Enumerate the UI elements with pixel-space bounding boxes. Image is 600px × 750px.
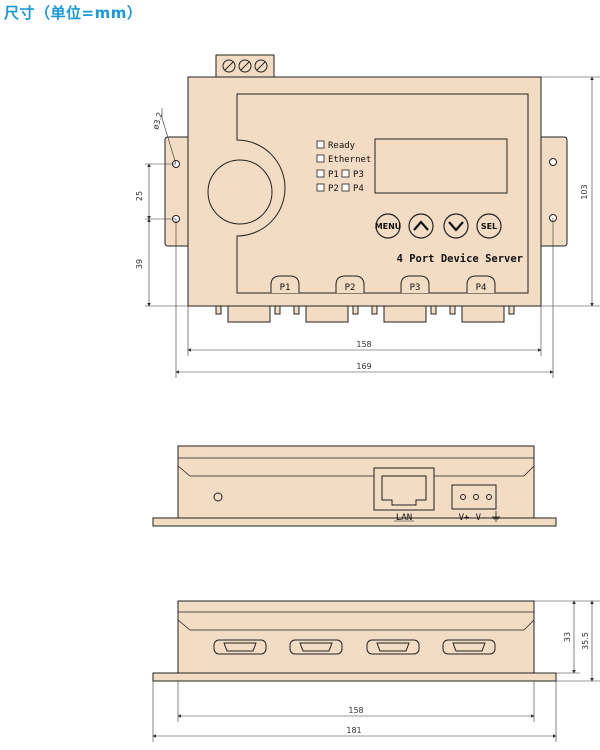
hole-diameter-label: ø3.2 bbox=[151, 111, 164, 130]
front-panel-outline bbox=[236, 93, 529, 294]
led-p1-label: P1 bbox=[328, 170, 339, 180]
port-tabs: P1 P2 P3 P4 bbox=[270, 275, 496, 293]
left-mounting-ear bbox=[164, 136, 189, 247]
down-arrow-icon bbox=[443, 213, 469, 239]
bottom-view: 33 35.5 158 181 bbox=[152, 600, 600, 742]
front-view: Ready Ethernet P1 P3 P2 P4 MENU bbox=[135, 54, 600, 378]
dim-181-label: 181 bbox=[346, 726, 361, 735]
dim-39-label: 39 bbox=[135, 259, 144, 269]
power-terminal: V+ V- bbox=[451, 484, 500, 523]
vminus-label: V- bbox=[476, 513, 487, 523]
lan-label: LAN bbox=[396, 513, 412, 523]
vplus-label: V+ bbox=[459, 513, 470, 523]
db9-connectors-bottom bbox=[213, 639, 496, 655]
port-tab-p1: P1 bbox=[280, 283, 291, 293]
led-p2-label: P2 bbox=[328, 184, 339, 194]
up-arrow-icon bbox=[408, 213, 434, 239]
right-mounting-ear bbox=[540, 136, 568, 247]
device-name: 4 Port Device Server bbox=[397, 253, 523, 265]
page-title: 尺寸（单位=mm） bbox=[4, 4, 143, 22]
bottom-dimensions bbox=[152, 600, 600, 742]
ground-icon bbox=[492, 511, 500, 522]
led-indicators: Ready Ethernet P1 P3 P2 P4 bbox=[316, 140, 371, 194]
led-ready-label: Ready bbox=[328, 141, 356, 151]
side-hole bbox=[213, 492, 223, 502]
led-p3-label: P3 bbox=[353, 170, 364, 180]
dim-25-label: 25 bbox=[135, 191, 144, 201]
sel-button-label: SEL bbox=[481, 222, 497, 231]
lcd-display bbox=[374, 138, 508, 194]
lan-port: LAN bbox=[373, 467, 435, 523]
port-tab-p4: P4 bbox=[476, 283, 487, 293]
port-tab-p3: P3 bbox=[410, 283, 421, 293]
sel-button: SEL bbox=[476, 213, 502, 239]
led-ethernet-label: Ethernet bbox=[328, 155, 371, 165]
round-window bbox=[207, 159, 273, 225]
dim-158-bottom-label: 158 bbox=[348, 706, 363, 715]
led-p4-label: P4 bbox=[353, 184, 364, 194]
db9-connectors-front bbox=[215, 305, 515, 323]
dim-169-label: 169 bbox=[356, 362, 371, 371]
dim-103-label: 103 bbox=[580, 184, 589, 199]
menu-button-label: MENU bbox=[375, 222, 402, 231]
dim-33-label: 33 bbox=[563, 632, 572, 642]
side-view: LAN V+ V- bbox=[152, 445, 557, 527]
terminal-block bbox=[215, 54, 275, 78]
dim-158-front-label: 158 bbox=[356, 340, 371, 349]
dim-35-5-label: 35.5 bbox=[581, 632, 590, 650]
front-dimensions bbox=[145, 76, 600, 378]
port-tab-p2: P2 bbox=[345, 283, 356, 293]
menu-button: MENU bbox=[375, 213, 402, 239]
